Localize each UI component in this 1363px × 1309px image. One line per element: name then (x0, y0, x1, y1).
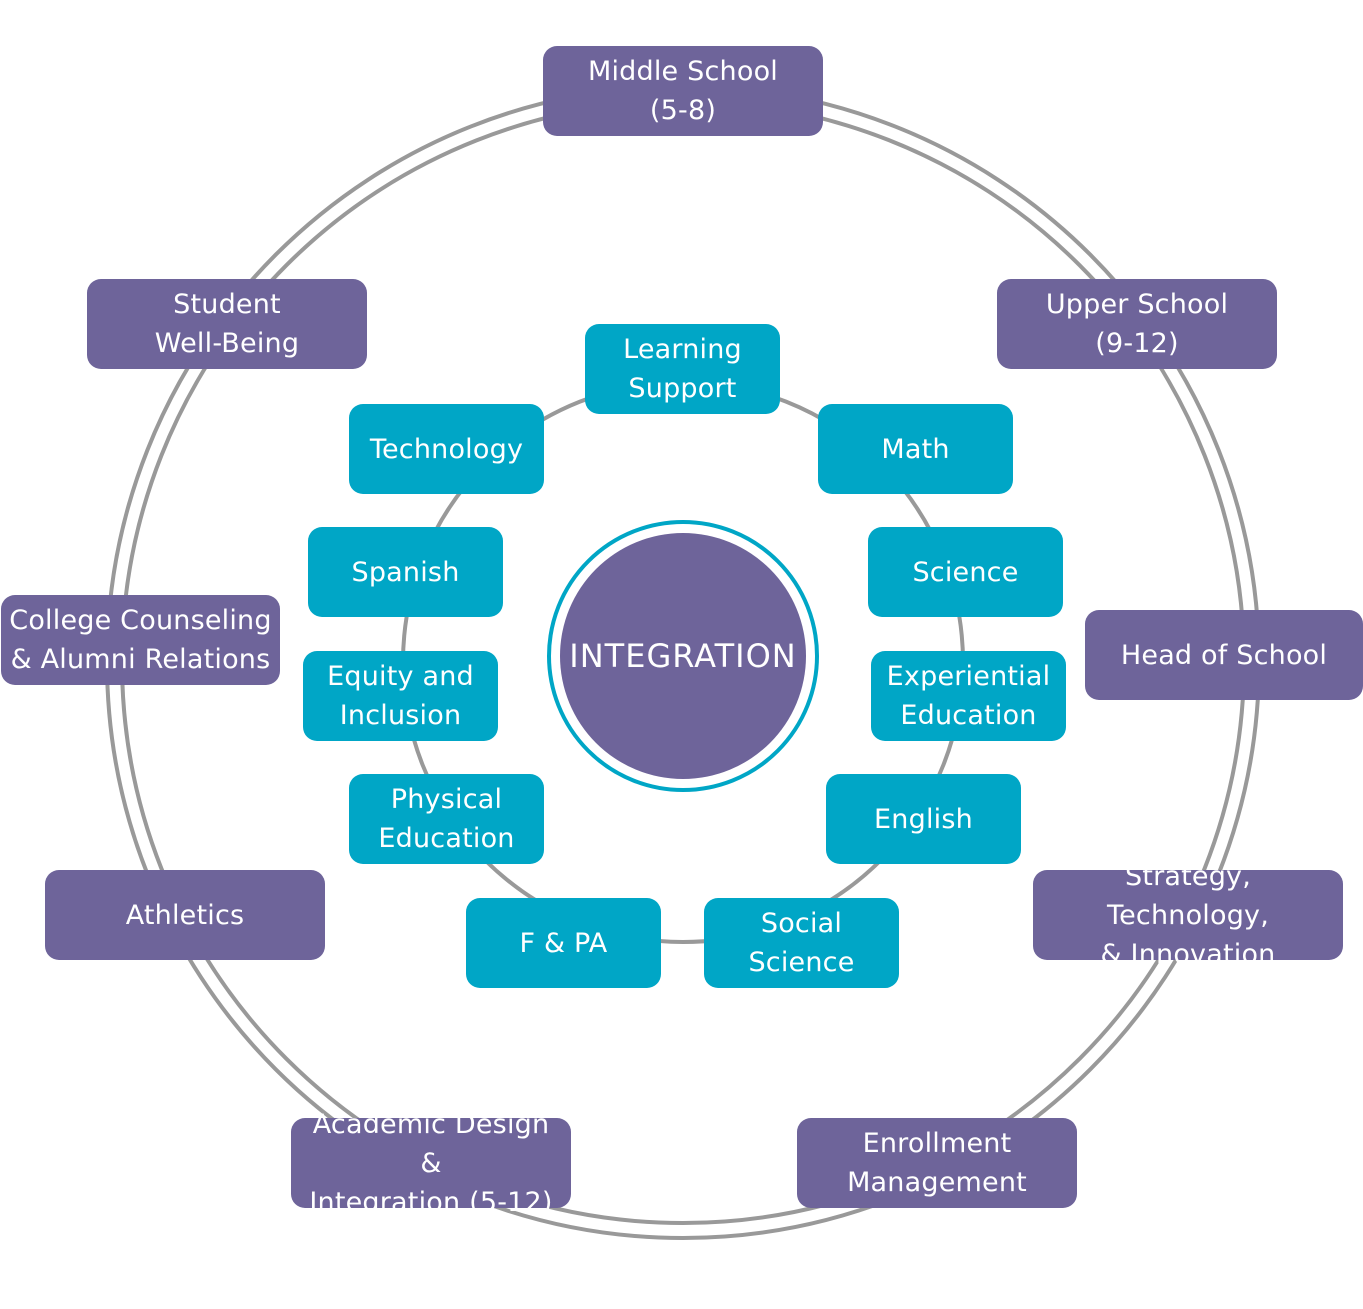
node-math[interactable]: Math (818, 404, 1013, 494)
node-upper-school[interactable]: Upper School (9-12) (997, 279, 1277, 369)
node-enrollment-management[interactable]: Enrollment Management (797, 1118, 1077, 1208)
node-label: College Counseling & Alumni Relations (9, 605, 272, 675)
node-equity-and-inclusion[interactable]: Equity and Inclusion (303, 651, 498, 741)
node-experiential-education[interactable]: Experiential Education (871, 651, 1066, 741)
node-student-well-being[interactable]: Student Well-Being (87, 279, 367, 369)
node-science[interactable]: Science (868, 527, 1063, 617)
node-athletics[interactable]: Athletics (45, 870, 325, 960)
node-middle-school[interactable]: Middle School (5-8) (543, 46, 823, 136)
node-head-of-school[interactable]: Head of School (1085, 610, 1363, 700)
node-technology[interactable]: Technology (349, 404, 544, 494)
node-label: Middle School (5-8) (587, 56, 778, 126)
node-f-and-pa[interactable]: F & PA (466, 898, 661, 988)
node-label: Spanish (351, 556, 460, 588)
node-label: Head of School (1120, 639, 1328, 671)
node-label: Experiential Education (886, 661, 1051, 731)
node-social-science[interactable]: Social Science (704, 898, 899, 988)
node-label: Athletics (125, 899, 245, 931)
node-label: F & PA (519, 927, 608, 959)
node-english[interactable]: English (826, 774, 1021, 864)
center-hub-ring: INTEGRATION (547, 520, 819, 792)
node-label: Upper School (9-12) (1045, 289, 1229, 359)
node-label: Physical Education (378, 784, 515, 854)
node-spanish[interactable]: Spanish (308, 527, 503, 617)
node-physical-education[interactable]: Physical Education (349, 774, 544, 864)
node-label: Student Well-Being (154, 289, 300, 359)
center-hub-label: INTEGRATION (569, 637, 797, 675)
node-academic-design-integration[interactable]: Academic Design & Integration (5-12) (291, 1109, 571, 1218)
node-label: English (874, 803, 973, 835)
node-label: Strategy, Technology, & Innovation (1100, 860, 1276, 970)
node-learning-support[interactable]: Learning Support (585, 324, 780, 414)
node-label: Technology (369, 433, 524, 465)
node-strategy-technology-innovation[interactable]: Strategy, Technology, & Innovation (1033, 861, 1343, 970)
center-hub[interactable]: INTEGRATION (560, 533, 806, 779)
node-label: Academic Design & Integration (5-12) (309, 1108, 553, 1218)
node-college-counseling-alumni-relations[interactable]: College Counseling & Alumni Relations (1, 595, 280, 685)
node-label: Social Science (748, 908, 855, 978)
node-label: Equity and Inclusion (327, 661, 474, 731)
node-label: Math (881, 433, 950, 465)
node-label: Science (912, 556, 1019, 588)
node-label: Enrollment Management (847, 1128, 1027, 1198)
node-label: Learning Support (623, 334, 742, 404)
